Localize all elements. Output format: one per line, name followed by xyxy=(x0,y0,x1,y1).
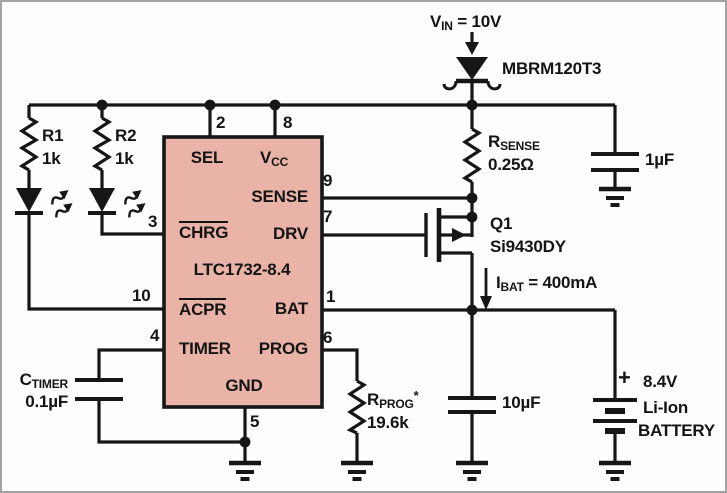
pin-number-5: 5 xyxy=(250,412,260,431)
led1 xyxy=(15,185,77,220)
ic-pin-acpr-label: ACPR xyxy=(179,298,227,319)
battery-label: BATTERY xyxy=(638,421,715,440)
ic-part-number: LTC1732-8.4 xyxy=(193,260,291,279)
ic-pin-gnd-label: GND xyxy=(225,376,263,395)
ic-pin-bat-label: BAT xyxy=(274,299,308,318)
led1-to-acpr-wire xyxy=(27,213,164,311)
q1-ref-label: Q1 xyxy=(490,214,513,233)
input-cap xyxy=(591,105,639,187)
pin-number-3: 3 xyxy=(148,212,158,231)
rprog-resistor xyxy=(322,348,368,463)
q1-part-label: Si9430DY xyxy=(490,237,566,256)
ic-pin-drv-label: DRV xyxy=(273,224,308,243)
bat-wire xyxy=(322,308,617,400)
pin-number-6: 6 xyxy=(323,328,333,347)
r2-ref-label: R2 xyxy=(115,126,137,145)
battery-symbol xyxy=(593,398,637,463)
output-cap-value-label: 10µF xyxy=(502,393,541,412)
ic-pin-sel-label: SEL xyxy=(190,148,224,167)
battery-type-label: Li-Ion xyxy=(643,398,689,417)
q1-mosfet xyxy=(322,208,474,310)
input-cap-value-label: 1µF xyxy=(645,150,675,169)
vin-wire xyxy=(465,32,479,55)
diode-part-label: MBRM120T3 xyxy=(502,59,602,78)
rsense-value-label: 0.25Ω xyxy=(488,155,534,174)
ibat-arrow xyxy=(480,268,492,310)
ic-pin-sense-label: SENSE xyxy=(251,187,308,206)
vin-label: VIN = 10V xyxy=(430,12,502,33)
ibat-label: IBAT = 400mA xyxy=(496,273,598,294)
ic-pin-prog-label: PROG xyxy=(258,339,308,358)
ic-body xyxy=(162,135,324,409)
rsense-ref-label: RSENSE xyxy=(488,132,540,153)
pin-number-4: 4 xyxy=(150,326,160,345)
r2-value-label: 1k xyxy=(115,149,134,168)
led2 xyxy=(88,185,150,220)
r1-value-label: 1k xyxy=(42,149,61,168)
output-cap xyxy=(448,310,496,463)
pin-number-9: 9 xyxy=(323,171,333,190)
rprog-ref-label: RPROG* xyxy=(367,388,419,411)
timer-cap xyxy=(75,348,245,444)
r1-resistor xyxy=(18,105,40,188)
ic-pin-chrg-label: CHRG xyxy=(179,221,229,242)
rprog-value-label: 19.6k xyxy=(367,413,409,432)
pin-number-7: 7 xyxy=(323,207,333,226)
pin-number-2: 2 xyxy=(216,113,226,132)
pin-number-10: 10 xyxy=(132,286,151,305)
r2-resistor xyxy=(91,105,113,188)
battery-plus-label: + xyxy=(618,365,631,390)
junction-dots xyxy=(96,99,478,448)
ctimer-value-label: 0.1µF xyxy=(25,392,68,411)
pin-number-8: 8 xyxy=(283,113,293,132)
ic-pin-vcc-label: VCC xyxy=(259,148,289,169)
ic-pin-timer-label: TIMER xyxy=(179,339,231,358)
battery-voltage-label: 8.4V xyxy=(643,372,678,391)
led2-to-chrg-wire xyxy=(100,213,164,236)
pin-number-1: 1 xyxy=(326,287,336,306)
ctimer-ref-label: CTIMER xyxy=(19,370,69,391)
schottky-diode xyxy=(442,57,502,105)
r1-ref-label: R1 xyxy=(42,126,64,145)
